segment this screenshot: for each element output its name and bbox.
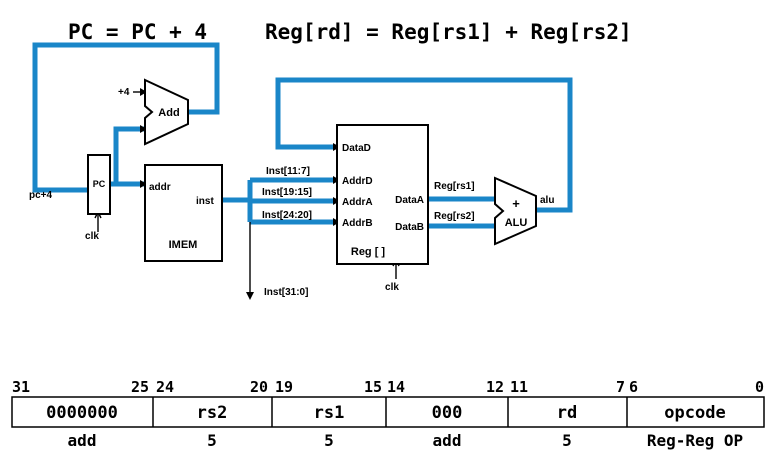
bit-label: 31 [12,378,30,396]
encoding-captions: add 5 5 add 5 Reg-Reg OP [68,431,744,450]
bit-label: 6 [629,378,638,396]
inst-full-arrowhead [246,292,254,300]
encoding-field: opcode [664,403,725,423]
encoding-field: rd [557,403,577,423]
encoding-field: rs1 [314,403,345,423]
pc-label: PC [93,179,106,189]
encoding-caption: add [433,431,462,450]
inst-rs2-label: Inst[24:20] [262,210,312,221]
pc-feedback-wire [32,42,220,193]
reg-addrD-label: AddrD [342,176,373,187]
alu [494,176,537,246]
encoding-field: rs2 [197,403,228,423]
reg-rs1-out-label: Reg[rs1] [434,181,475,192]
bit-label: 25 [131,378,149,396]
encoding-fields-box [11,396,765,428]
inst-rs1-label: Inst[19:15] [262,187,312,198]
bit-label: 14 [387,378,405,396]
reg-clk-label: clk [385,282,399,293]
adder-const-label: +4 [118,87,130,98]
pc-clk-label: clk [85,231,99,242]
encoding-caption: Reg-Reg OP [647,431,743,450]
alu-out-label: alu [540,195,554,206]
encoding-caption: 5 [562,431,572,450]
reg-file-label: Reg [ ] [351,246,386,258]
bit-label: 15 [364,378,382,396]
reg-dataB-label: DataB [395,222,424,233]
reg-dataD-label: DataD [342,143,371,154]
bit-label: 20 [250,378,268,396]
pc-adder [144,78,189,146]
alu-writeback-wire [275,77,573,213]
inst-full-label: Inst[31:0] [264,287,308,298]
reg-rs2-out-label: Reg[rs2] [434,211,475,222]
reg-update-equation: Reg[rd] = Reg[rs1] + Reg[rs2] [265,20,632,44]
bit-label: 19 [275,378,293,396]
alu-label: ALU [505,217,528,229]
imem-addr-label: addr [149,182,171,193]
encoding-caption: 5 [207,431,217,450]
reg-dataA-label: DataA [395,195,424,206]
encoding-bit-labels: 31 25 24 20 19 15 14 12 11 7 6 0 [12,378,764,396]
reg-addrB-label: AddrB [342,218,373,229]
bit-label: 11 [510,378,528,396]
bit-label: 24 [156,378,174,396]
alu-plus-label: + [512,196,520,211]
encoding-caption: add [68,431,97,450]
pc-update-equation: PC = PC + 4 [68,20,207,44]
imem-inst-label: inst [196,196,214,207]
encoding-field: 000 [432,403,463,423]
adder-label: Add [158,107,179,119]
pc-register [87,154,111,215]
imem-label: IMEM [169,239,198,251]
pc-to-adder-wire [110,126,145,187]
encoding-field: 0000000 [46,403,118,423]
encoding-caption: 5 [324,431,334,450]
bit-label: 7 [616,378,625,396]
inst-rd-label: Inst[11:7] [266,166,310,177]
bit-label: 0 [755,378,764,396]
encoding-fields: 0000000 rs2 rs1 000 rd opcode [46,403,726,423]
register-file [336,124,429,265]
wires [32,42,573,229]
pc-plus4-label: pc+4 [29,190,53,201]
imem-block [144,164,223,262]
bit-label: 12 [486,378,504,396]
reg-addrA-label: AddrA [342,197,373,208]
